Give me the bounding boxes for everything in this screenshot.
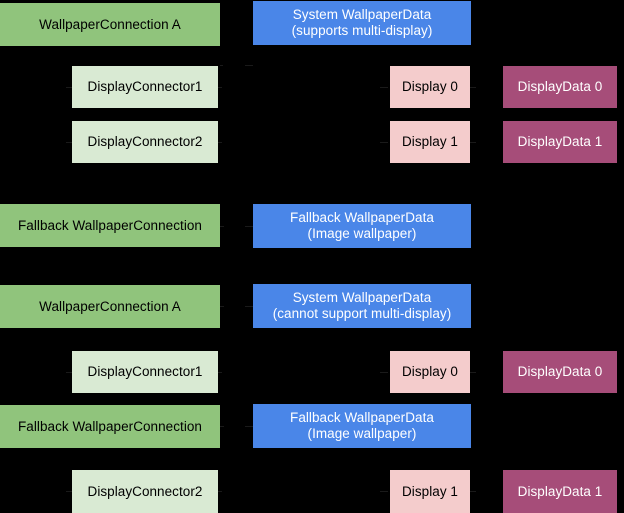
node-label: DisplayConnector1	[87, 364, 203, 380]
node-connection-n16[interactable]: Fallback WallpaperConnection	[0, 405, 220, 448]
node-label: DisplayConnector1	[87, 79, 203, 95]
node-label: WallpaperConnection A	[39, 298, 181, 314]
node-label: Display 1	[402, 134, 458, 150]
node-connector-n18[interactable]: DisplayConnector2	[72, 470, 218, 513]
node-wallpaperdata-n12[interactable]: System WallpaperData (cannot support mul…	[253, 284, 471, 328]
node-label: Display 1	[402, 483, 458, 499]
connector-line	[470, 87, 476, 88]
node-connector-n13[interactable]: DisplayConnector1	[72, 351, 218, 393]
node-connector-n6[interactable]: DisplayConnector2	[72, 121, 218, 163]
node-displaydata-n8[interactable]: DisplayData 1	[503, 121, 617, 163]
connector-line	[470, 491, 476, 492]
node-label: Fallback WallpaperConnection	[18, 217, 202, 233]
node-display-n19[interactable]: Display 1	[390, 470, 470, 513]
node-label: DisplayData 1	[517, 483, 603, 499]
connector-line	[218, 491, 222, 492]
connector-line	[218, 142, 222, 143]
node-label: WallpaperConnection A	[39, 16, 181, 32]
node-connection-n1[interactable]: WallpaperConnection A	[0, 3, 220, 46]
node-display-n14[interactable]: Display 0	[390, 351, 470, 393]
node-connector-n3[interactable]: DisplayConnector1	[72, 66, 218, 108]
connector-line	[220, 306, 224, 307]
node-connection-n9[interactable]: Fallback WallpaperConnection	[0, 204, 220, 247]
connector-line	[220, 65, 223, 66]
node-label: Fallback WallpaperConnection	[18, 418, 202, 434]
connector-line	[66, 87, 72, 88]
node-label: DisplayConnector2	[87, 134, 203, 150]
node-display-n4[interactable]: Display 0	[390, 66, 470, 108]
connector-line	[380, 372, 388, 373]
connector-line	[245, 65, 253, 66]
node-wallpaperdata-n17[interactable]: Fallback WallpaperData (Image wallpaper)	[253, 404, 471, 448]
node-wallpaperdata-n2[interactable]: System WallpaperData (supports multi-dis…	[253, 1, 471, 45]
node-label: System WallpaperData (supports multi-dis…	[291, 7, 433, 38]
node-label: DisplayConnector2	[87, 483, 203, 499]
node-displaydata-n5[interactable]: DisplayData 0	[503, 66, 617, 108]
connector-line	[245, 306, 253, 307]
connector-line	[245, 226, 253, 227]
node-label: DisplayData 0	[517, 364, 603, 380]
connector-line	[245, 426, 253, 427]
node-label: Fallback WallpaperData (Image wallpaper)	[290, 410, 434, 441]
node-display-n7[interactable]: Display 1	[390, 121, 470, 163]
connector-line	[470, 372, 476, 373]
connector-line	[66, 372, 72, 373]
connector-line	[470, 142, 476, 143]
node-label: System WallpaperData (cannot support mul…	[272, 290, 452, 321]
node-label: Display 0	[402, 79, 458, 95]
node-displaydata-n15[interactable]: DisplayData 0	[503, 351, 617, 393]
connector-line	[66, 491, 72, 492]
connector-line	[220, 426, 224, 427]
node-displaydata-n20[interactable]: DisplayData 1	[503, 470, 617, 513]
connector-line	[380, 491, 388, 492]
node-label: DisplayData 1	[517, 134, 603, 150]
connector-line	[380, 142, 388, 143]
node-wallpaperdata-n10[interactable]: Fallback WallpaperData (Image wallpaper)	[253, 204, 471, 248]
connector-line	[66, 142, 72, 143]
node-label: Display 0	[402, 364, 458, 380]
connector-line	[220, 226, 224, 227]
node-connection-n11[interactable]: WallpaperConnection A	[0, 285, 220, 328]
connector-line	[380, 87, 388, 88]
connector-line	[218, 372, 222, 373]
node-label: DisplayData 0	[517, 79, 603, 95]
connector-line	[218, 87, 222, 88]
node-label: Fallback WallpaperData (Image wallpaper)	[290, 210, 434, 241]
